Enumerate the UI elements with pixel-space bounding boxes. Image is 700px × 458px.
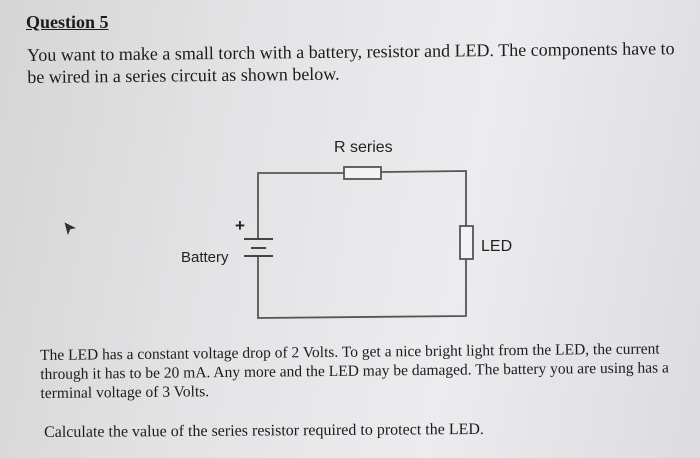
battery-plus-label: + [235, 216, 245, 235]
led-label: LED [481, 238, 512, 255]
resistor-label: R series [334, 139, 393, 156]
question-task: Calculate the value of the series resist… [44, 420, 484, 441]
resistor-symbol [343, 166, 382, 180]
battery-label: Battery [181, 249, 229, 266]
circuit-wires [257, 170, 467, 319]
question-title: Question 5 [26, 12, 109, 32]
wire-top-right [380, 170, 467, 226]
wire-top-left [257, 172, 344, 238]
wire-right-bottom [257, 256, 467, 319]
question-body: The LED has a constant voltage drop of 2… [40, 340, 669, 402]
question-body-block: The LED has a constant voltage drop of 2… [40, 339, 676, 403]
mouse-pointer-icon [64, 222, 76, 235]
led-symbol [459, 225, 474, 260]
